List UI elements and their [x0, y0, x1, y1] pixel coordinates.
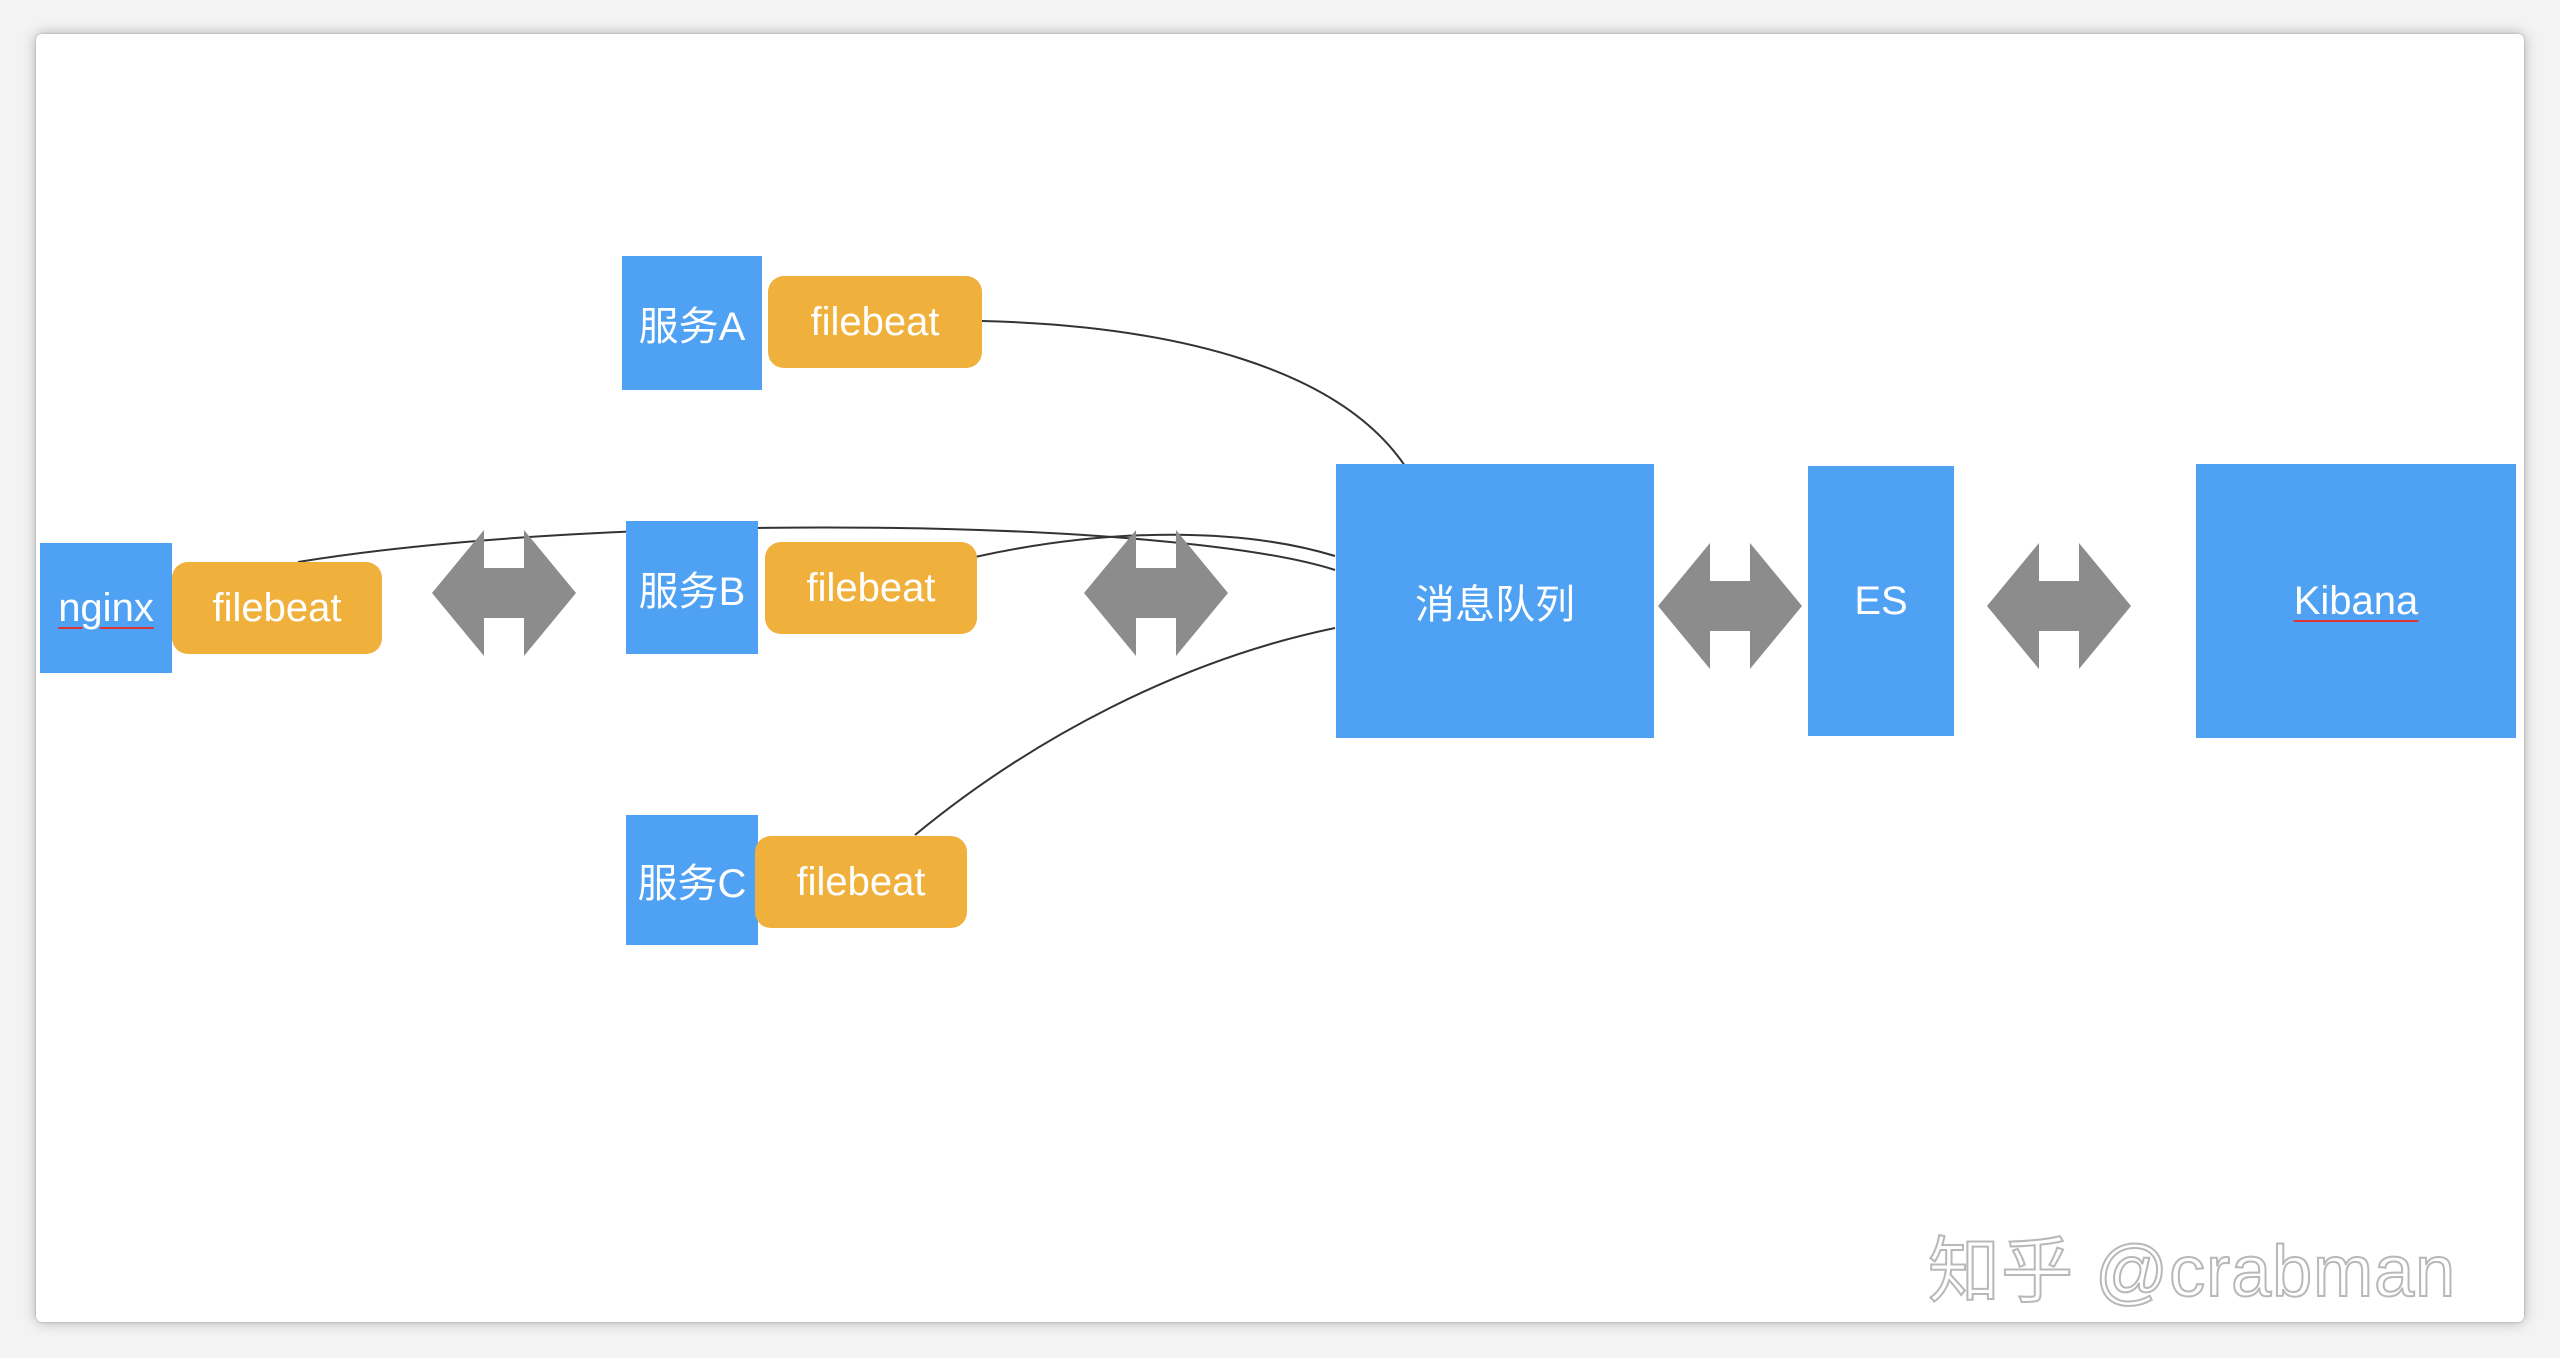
- filebeat-label: filebeat: [806, 565, 936, 610]
- node-service-a: 服务A: [622, 256, 762, 390]
- node-message-queue-label: 消息队列: [1415, 583, 1575, 627]
- node-service-a-label: 服务A: [638, 305, 746, 349]
- node-es: ES: [1808, 466, 1954, 736]
- node-es-label: ES: [1854, 578, 1908, 623]
- filebeat-label: filebeat: [212, 585, 342, 630]
- node-service-b-label: 服务B: [638, 569, 746, 614]
- filebeat-service-a: filebeat: [768, 276, 982, 368]
- filebeat-label: filebeat: [796, 859, 926, 904]
- node-nginx: nginx: [40, 543, 172, 673]
- filebeat-service-b: filebeat: [765, 542, 977, 634]
- filebeat-label: filebeat: [810, 299, 940, 344]
- watermark: 知乎 @crabman: [1927, 1231, 2457, 1313]
- node-kibana: Kibana: [2196, 464, 2516, 738]
- node-message-queue: 消息队列: [1336, 464, 1654, 738]
- node-service-b: 服务B: [626, 521, 758, 654]
- node-nginx-label: nginx: [58, 585, 154, 630]
- node-service-c: 服务C: [626, 815, 758, 945]
- filebeat-service-c: filebeat: [755, 836, 967, 928]
- diagram-card: [36, 34, 2524, 1322]
- filebeat-nginx: filebeat: [172, 562, 382, 654]
- node-kibana-label: Kibana: [2293, 578, 2419, 623]
- node-service-c-label: 服务C: [637, 862, 747, 906]
